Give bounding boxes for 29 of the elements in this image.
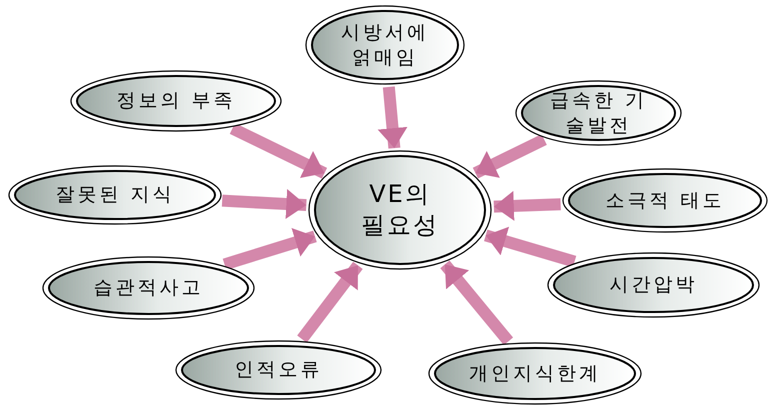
arrow bbox=[440, 260, 514, 346]
label: 급속한 기술발전 bbox=[548, 88, 648, 138]
arrow bbox=[378, 86, 408, 149]
label: 잘못된 지식 bbox=[54, 182, 176, 208]
label: VE의 필요성 bbox=[360, 178, 440, 241]
arrow bbox=[230, 123, 328, 179]
label: 시간압박 bbox=[608, 272, 698, 298]
double-ellipse bbox=[305, 5, 465, 85]
arrow bbox=[297, 262, 363, 343]
label: 인적오류 bbox=[234, 358, 324, 382]
double-ellipse bbox=[562, 168, 768, 233]
double-ellipse bbox=[515, 80, 682, 146]
arrow bbox=[222, 189, 307, 219]
double-ellipse bbox=[175, 340, 382, 400]
label: 정보의 부족 bbox=[115, 88, 237, 114]
arrow bbox=[472, 134, 547, 179]
double-ellipse bbox=[70, 70, 282, 132]
label: 개인지식한계 bbox=[468, 361, 602, 386]
label: 소극적 태도 bbox=[604, 188, 726, 213]
double-ellipse bbox=[428, 342, 642, 405]
arrow bbox=[222, 228, 317, 270]
label: 습관적사고 bbox=[92, 276, 204, 300]
double-ellipse bbox=[8, 165, 222, 225]
double-ellipse bbox=[42, 256, 255, 320]
double-ellipse bbox=[308, 150, 492, 270]
arrow bbox=[484, 226, 576, 268]
label: 시방서에 얽매임 bbox=[340, 20, 430, 70]
arrow bbox=[494, 190, 561, 221]
double-ellipse bbox=[547, 252, 760, 318]
